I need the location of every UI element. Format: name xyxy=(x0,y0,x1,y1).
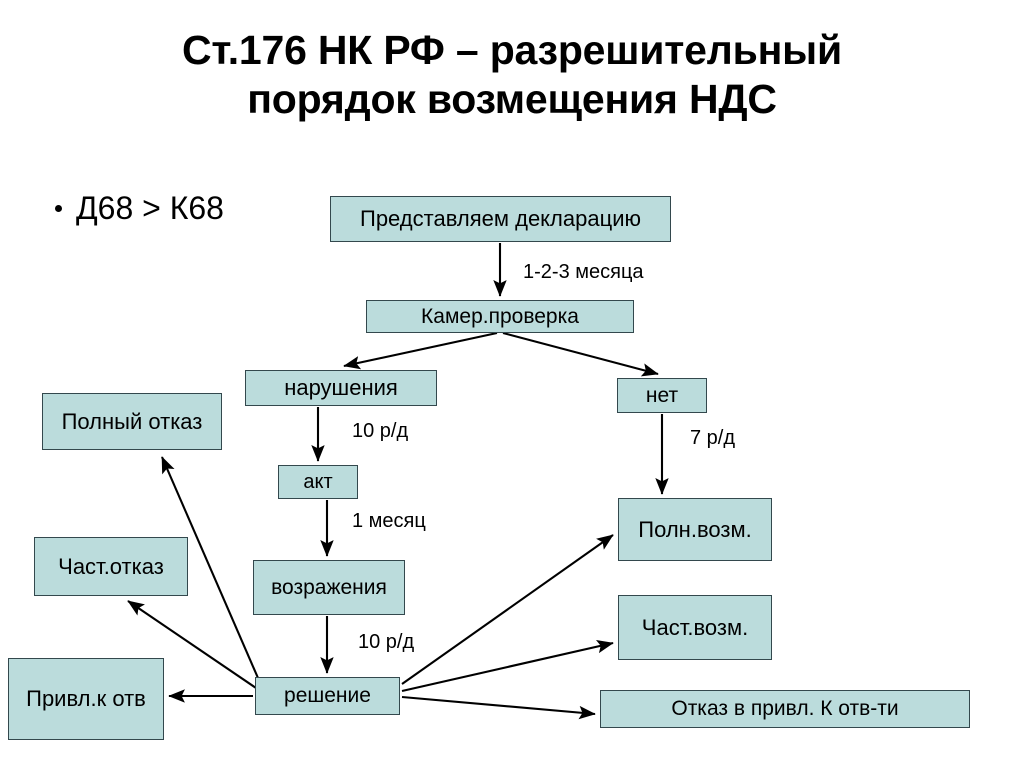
node-partial-refund[interactable]: Част.возм. xyxy=(618,595,772,660)
edge-audit-to-no-violations xyxy=(502,331,659,377)
node-liability[interactable]: Привл.к отв xyxy=(8,658,164,740)
page-title: Ст.176 НК РФ – разрешительный порядок во… xyxy=(60,26,964,124)
edge-audit-to-violations xyxy=(343,331,498,370)
node-violations[interactable]: нарушения xyxy=(245,370,437,406)
node-objections[interactable]: возражения xyxy=(253,560,405,615)
node-decision[interactable]: решение xyxy=(255,677,400,715)
node-partial-refusal[interactable]: Част.отказ xyxy=(34,537,188,596)
edge-label-ten-days-act: 10 р/д xyxy=(352,420,409,442)
edge-label-one-month: 1 месяц xyxy=(352,510,426,532)
edge-decision-to-full-refund xyxy=(401,534,614,685)
edge-decision-to-no-liability xyxy=(401,695,596,720)
page-title-line-2: порядок возмещения НДС xyxy=(247,76,777,122)
page-title-line-1: Ст.176 НК РФ – разрешительный xyxy=(182,27,842,73)
edge-label-months-1-2-3: 1-2-3 месяца xyxy=(523,261,644,283)
node-desk-audit[interactable]: Камер.проверка xyxy=(366,300,634,333)
bullet-item-label: Д68 > К68 xyxy=(76,190,224,226)
node-no-liability[interactable]: Отказ в привл. К отв-ти xyxy=(600,690,970,728)
node-no-violations[interactable]: нет xyxy=(617,378,707,413)
bullet-item: Д68 > К68 xyxy=(55,192,224,224)
edge-label-ten-days-dec: 10 р/д xyxy=(358,631,415,653)
node-full-refund[interactable]: Полн.возм. xyxy=(618,498,772,561)
node-full-refusal[interactable]: Полный отказ xyxy=(42,393,222,450)
bullet-point-icon xyxy=(55,204,62,212)
edge-label-seven-days: 7 р/д xyxy=(690,427,736,449)
node-act[interactable]: акт xyxy=(278,465,358,499)
edge-decision-to-partial-refund xyxy=(401,639,614,693)
node-declaration[interactable]: Представляем декларацию xyxy=(330,196,671,242)
